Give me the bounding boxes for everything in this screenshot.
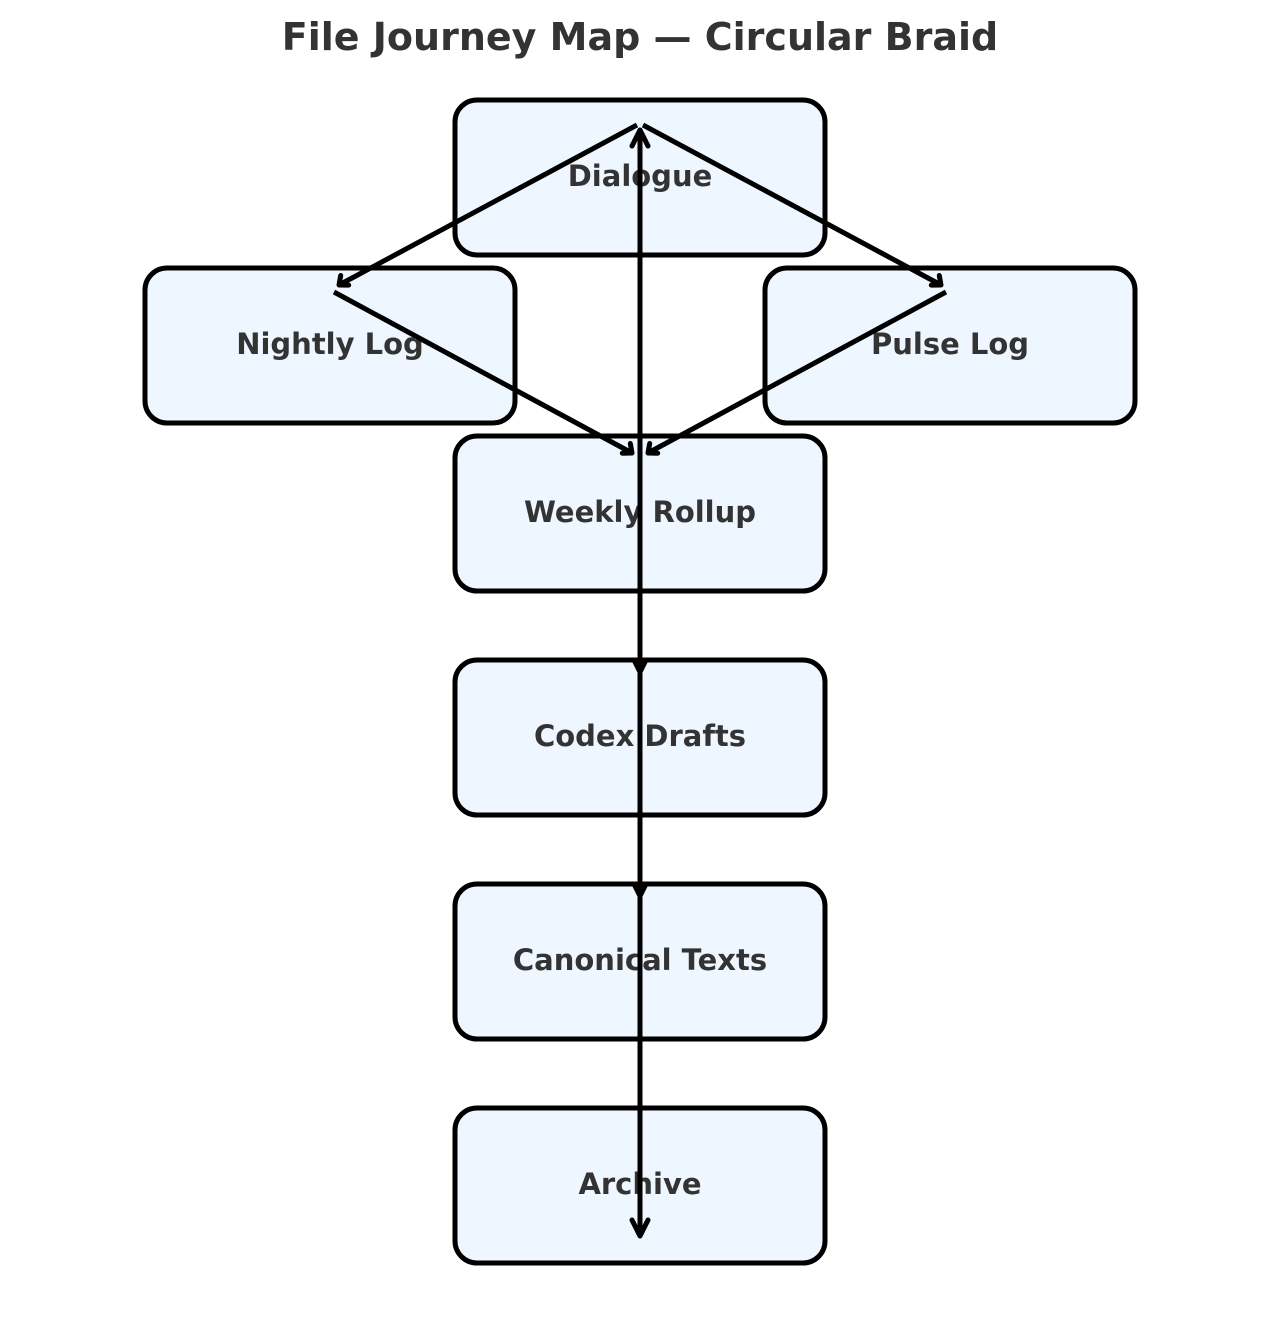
edge-dialogue-to-nightly-log-arrowhead — [336, 273, 352, 288]
node-nightly-log: Nightly Log — [142, 265, 518, 426]
edge-nightly-log-to-weekly-rollup — [332, 289, 635, 456]
edge-dialogue-to-pulse-log-line — [641, 122, 943, 288]
node-pulse-log-label: Pulse Log — [871, 327, 1029, 361]
edge-dialogue-to-nightly-log — [336, 122, 639, 288]
node-pulse-log: Pulse Log — [762, 265, 1138, 426]
node-nightly-log-label: Nightly Log — [236, 327, 424, 361]
edge-dialogue-to-pulse-log-arrowhead — [928, 273, 944, 288]
edge-nightly-log-to-weekly-rollup-line — [332, 289, 634, 456]
edge-archive-to-dialogue-arrowhead — [629, 127, 651, 149]
edge-dialogue-to-pulse-log — [641, 122, 944, 288]
edge-nightly-log-to-weekly-rollup-arrowhead — [619, 441, 635, 456]
edge-dialogue-to-nightly-log-line — [337, 122, 639, 288]
edge-pulse-log-to-weekly-rollup-line — [646, 289, 948, 456]
edge-archive-to-dialogue — [629, 127, 651, 1236]
node-pulse-log-box — [762, 265, 1138, 426]
diagram-title: File Journey Map — Circular Braid — [282, 15, 998, 59]
node-nightly-log-box — [142, 265, 518, 426]
edge-pulse-log-to-weekly-rollup-arrowhead — [645, 441, 661, 456]
edge-pulse-log-to-weekly-rollup — [645, 289, 948, 456]
